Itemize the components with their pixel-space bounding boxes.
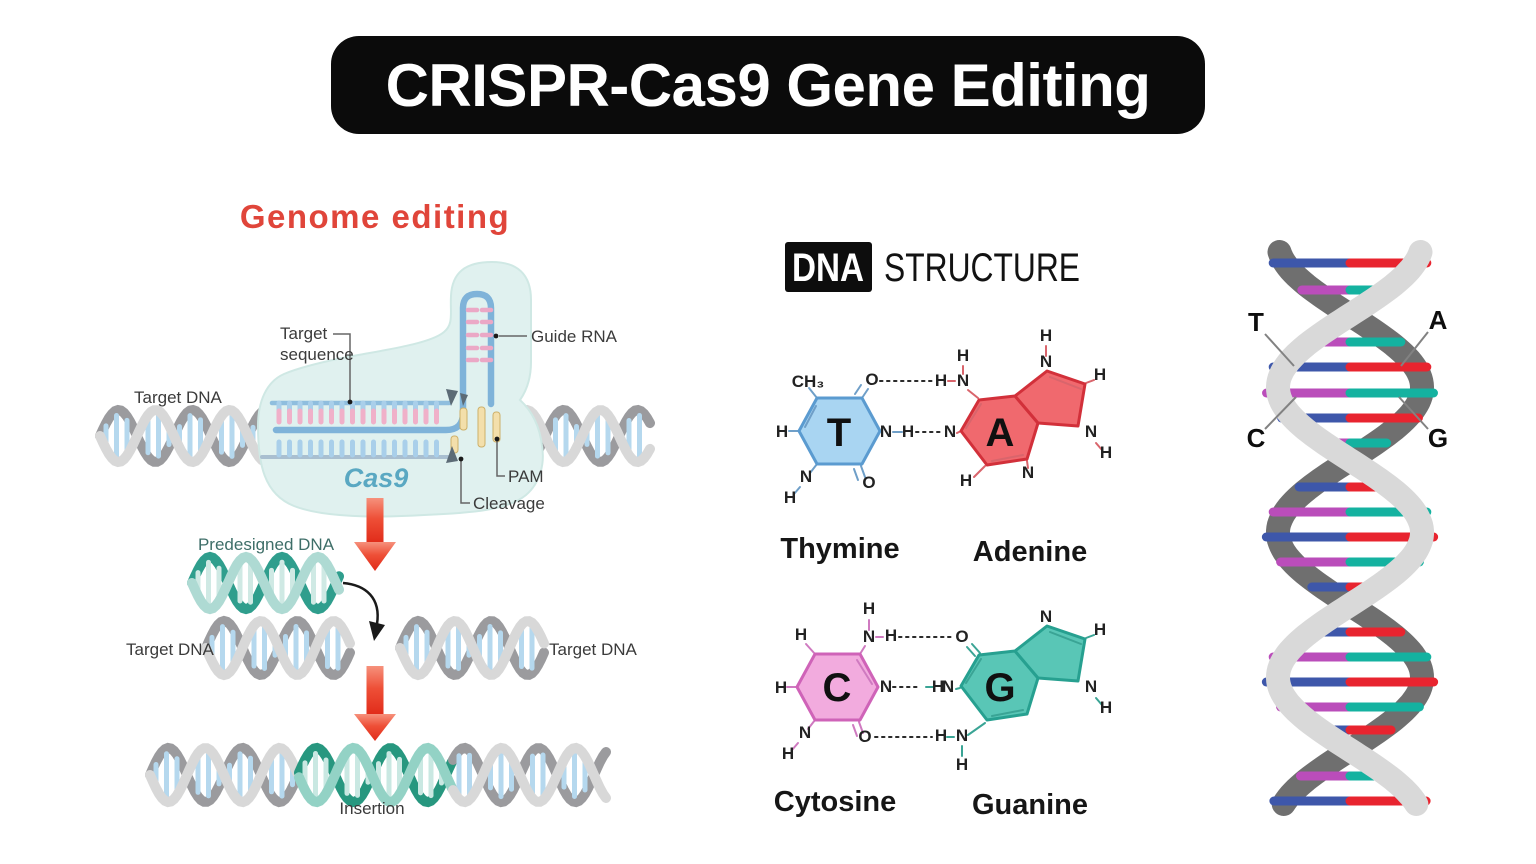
svg-text:H: H	[935, 726, 947, 745]
svg-text:N: N	[957, 371, 969, 390]
svg-text:H: H	[885, 626, 897, 645]
target-sequence-label-line2: sequence	[280, 345, 354, 364]
genome-editing-heading: Genome editing	[240, 198, 510, 235]
target-dna-label-left: Target DNA	[126, 640, 215, 659]
svg-text:O: O	[955, 627, 968, 646]
cas9-label: Cas9	[344, 463, 409, 493]
guide-rna-hairpin-rungs	[465, 307, 494, 363]
double-helix-panel: T A C G	[1247, 240, 1448, 816]
helix-label-t: T	[1248, 307, 1264, 337]
thymine-name: Thymine	[780, 533, 899, 565]
svg-text:N: N	[1040, 607, 1052, 626]
guanine-double-bonds	[965, 631, 1082, 717]
dna-structure-panel: DNA STRUCTURE T CH₃ O H N H N H	[774, 242, 1112, 821]
svg-text:H: H	[782, 744, 794, 763]
predesigned-dna-helix	[187, 551, 344, 615]
svg-text:H: H	[932, 677, 944, 696]
svg-text:N: N	[880, 677, 892, 696]
dna-badge-text: DNA	[792, 246, 864, 290]
adenine-letter: A	[986, 411, 1015, 455]
svg-text:N: N	[942, 677, 954, 696]
adenine-double-bonds	[965, 376, 1082, 462]
guide-rna-label: Guide RNA	[531, 327, 618, 346]
svg-text:H: H	[784, 488, 796, 507]
cytosine-guanine-pair: C H N H H H N N H O	[775, 599, 1112, 774]
down-arrow-1	[354, 498, 396, 571]
helix-leaders	[1264, 331, 1429, 430]
cytosine-ring	[795, 652, 880, 722]
svg-text:N: N	[956, 726, 968, 745]
cleavage-label: Cleavage	[473, 494, 545, 513]
svg-text:N: N	[880, 422, 892, 441]
guanine-letter: G	[984, 666, 1015, 710]
guanine-name: Guanine	[972, 789, 1088, 821]
svg-text:N: N	[1085, 677, 1097, 696]
cytosine-atoms: H N H H H N N H O	[775, 599, 897, 763]
guanine-bonds	[925, 634, 1103, 757]
svg-text:H: H	[775, 678, 787, 697]
svg-text:H: H	[1100, 443, 1112, 462]
helix-label-c: C	[1247, 423, 1266, 453]
target-dna-label-top: Target DNA	[134, 388, 223, 407]
svg-text:H: H	[795, 625, 807, 644]
svg-text:H: H	[935, 371, 947, 390]
target-sequence-label-line1: Target	[280, 324, 328, 343]
double-helix-graphic	[1261, 240, 1439, 816]
label-leaders	[333, 333, 527, 504]
dna-badge	[785, 242, 872, 292]
svg-text:N: N	[944, 422, 956, 441]
cleavage-marks	[446, 389, 468, 463]
down-arrow-2	[354, 666, 396, 741]
svg-text:H: H	[960, 471, 972, 490]
svg-text:H: H	[863, 599, 875, 618]
predesigned-dna-label: Predesigned DNA	[198, 535, 335, 554]
insertion-curved-arrow	[342, 581, 385, 641]
svg-text:O: O	[858, 727, 871, 746]
guide-rna-strand	[272, 290, 495, 434]
title-banner: CRISPR-Cas9 Gene Editing	[331, 36, 1205, 134]
thymine-bonds	[788, 384, 903, 495]
insertion-result-helix	[145, 742, 611, 808]
thymine-letter: T	[827, 411, 851, 455]
svg-text:H: H	[1100, 698, 1112, 717]
genome-editing-panel: Genome editing Target sequence Guide RNA…	[95, 198, 655, 818]
svg-text:N: N	[1040, 352, 1052, 371]
svg-text:N: N	[800, 467, 812, 486]
svg-text:H: H	[1094, 365, 1106, 384]
cytosine-bonds	[786, 619, 884, 751]
svg-text:N: N	[1022, 463, 1034, 482]
pam-label: PAM	[508, 467, 544, 486]
adenine-name: Adenine	[973, 536, 1087, 568]
svg-text:O: O	[865, 370, 878, 389]
svg-text:H: H	[902, 422, 914, 441]
cytosine-name: Cytosine	[774, 786, 896, 818]
svg-text:CH₃: CH₃	[792, 372, 824, 391]
helix-label-g: G	[1428, 423, 1448, 453]
svg-text:N: N	[863, 627, 875, 646]
svg-text:O: O	[862, 473, 875, 492]
base-pair-teeth	[276, 400, 439, 458]
svg-text:H: H	[1040, 326, 1052, 345]
svg-text:H: H	[957, 346, 969, 365]
thymine-atoms: CH₃ O H N H N H O	[776, 370, 914, 507]
adenine-atoms: H N H N N H H N H N H	[935, 326, 1112, 490]
structure-heading: STRUCTURE	[884, 246, 1080, 290]
thymine-adenine-pair: T CH₃ O H N H N H O	[776, 326, 1112, 507]
insertion-label: Insertion	[339, 799, 404, 818]
page-title: CRISPR-Cas9 Gene Editing	[385, 51, 1151, 119]
adenine-bonds	[947, 345, 1103, 478]
guanine-atoms: O H N H N H N H N H	[932, 607, 1112, 774]
helix-label-a: A	[1429, 305, 1448, 335]
cut-target-dna-helices	[201, 615, 549, 681]
target-dna-label-right: Target DNA	[549, 640, 638, 659]
svg-text:H: H	[776, 422, 788, 441]
svg-text:H: H	[1094, 620, 1106, 639]
svg-text:N: N	[799, 723, 811, 742]
thymine-ring	[797, 396, 882, 466]
svg-text:N: N	[1085, 422, 1097, 441]
svg-text:H: H	[956, 755, 968, 774]
cytosine-letter: C	[823, 666, 852, 710]
